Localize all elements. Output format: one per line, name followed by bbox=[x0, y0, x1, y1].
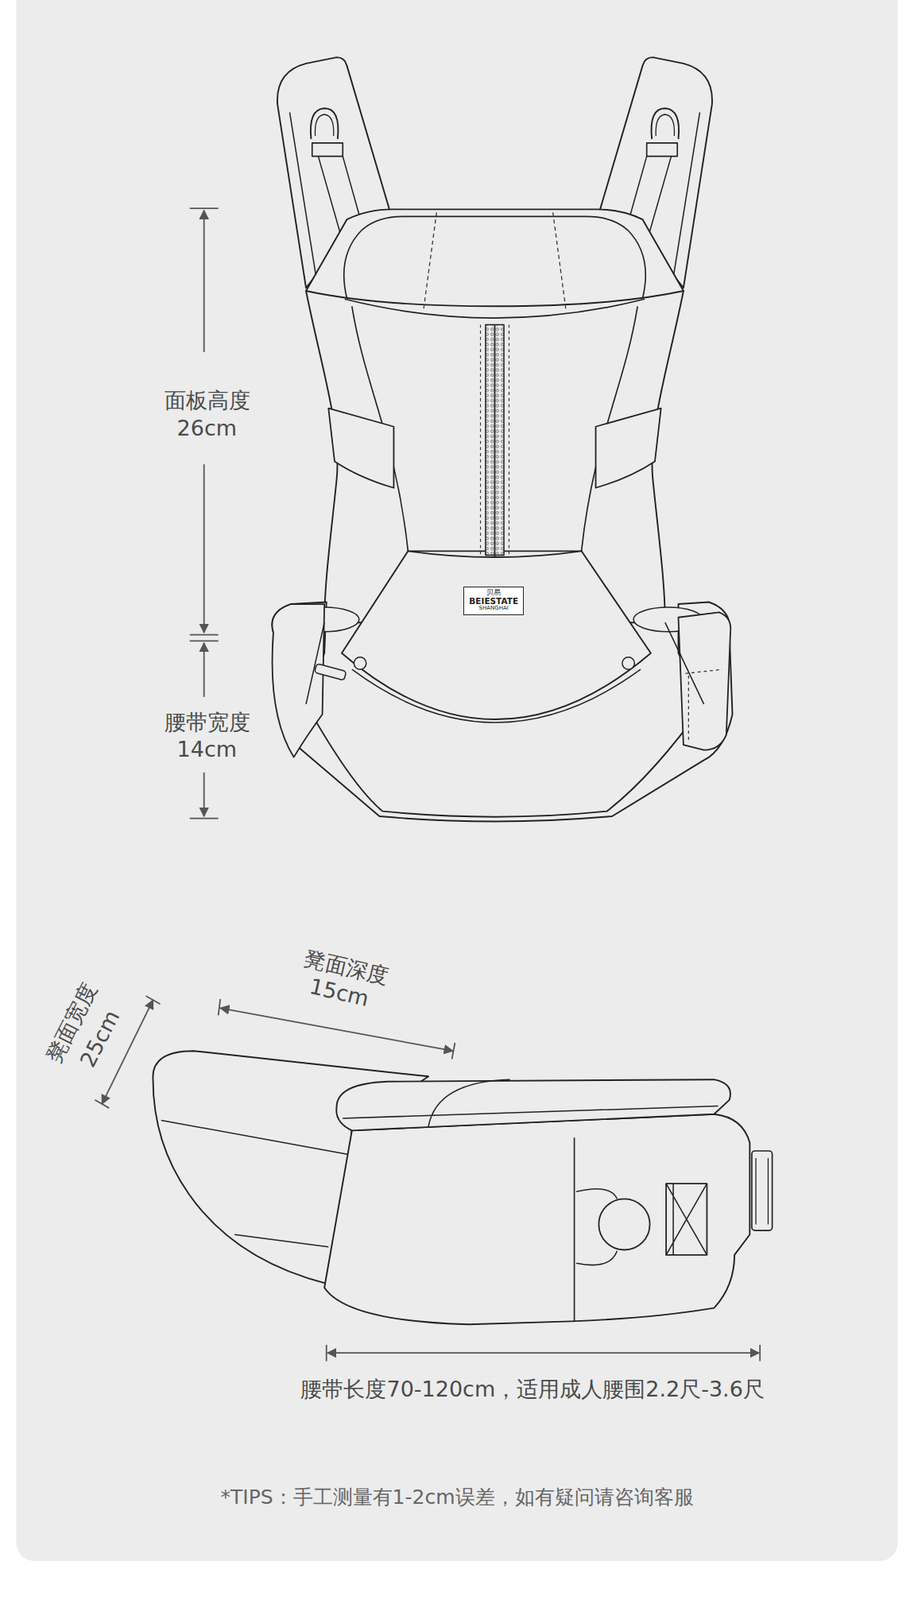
seat-side-view-part bbox=[751, 1150, 773, 1231]
background-panel bbox=[16, 0, 899, 1561]
carrier-front-view-part bbox=[685, 669, 723, 740]
dimension-value: 26cm bbox=[177, 416, 238, 441]
dimension-label: 腰带宽度 bbox=[164, 710, 251, 735]
dimension-lines-part bbox=[220, 1007, 454, 1051]
brand-text: BEIESTATE bbox=[464, 596, 523, 607]
seat-side-view-part bbox=[573, 1137, 576, 1321]
carrier-front-view-part bbox=[352, 669, 641, 723]
carrier-front-view-part bbox=[423, 212, 567, 311]
carrier-front-view-part bbox=[305, 209, 684, 306]
dimension-lines bbox=[94, 208, 760, 1361]
seat-side-view-part bbox=[342, 1079, 718, 1127]
carrier-front-view-part bbox=[328, 408, 394, 488]
dimension-lines-part bbox=[203, 642, 206, 698]
carrier-front-view-part bbox=[314, 663, 347, 681]
dimension-lines-part bbox=[203, 464, 206, 633]
carrier-front-view-part bbox=[622, 657, 635, 670]
carrier-front-view-part bbox=[341, 550, 651, 720]
dimension-note: 腰带长度70-120cm，适用成人腰围2.2尺-3.6尺 bbox=[300, 1377, 764, 1402]
seat-side-view-part bbox=[666, 1183, 707, 1255]
carrier-front-view-part bbox=[344, 216, 647, 299]
seat-side-view-part bbox=[161, 1120, 353, 1248]
dimension-lines-part bbox=[326, 1344, 760, 1362]
seat-side-view bbox=[152, 1050, 772, 1325]
seat-side-view-part bbox=[666, 1183, 707, 1255]
carrier-front-view-part bbox=[305, 622, 705, 705]
brand-text: SHANGHAI bbox=[464, 605, 523, 612]
dimension-lines-part bbox=[203, 210, 206, 353]
dimension-value: 14cm bbox=[177, 737, 238, 762]
brand-tag: 贝易BEIESTATESHANGHAI bbox=[463, 586, 524, 616]
carrier-front-view-part bbox=[678, 611, 732, 750]
seat-side-view-part bbox=[324, 1114, 750, 1325]
seat-side-view-part bbox=[755, 1157, 768, 1224]
carrier-front-view-part bbox=[344, 298, 645, 318]
carrier-front-view-part bbox=[494, 324, 496, 558]
dimension-lines-part bbox=[327, 1351, 760, 1354]
carrier-front-view-part bbox=[353, 657, 366, 670]
brand-text: 贝易 bbox=[464, 588, 523, 597]
carrier-front-view bbox=[271, 57, 732, 822]
dimension-label: 面板高度 bbox=[164, 388, 251, 413]
seat-side-view-part bbox=[598, 1198, 650, 1250]
seat-side-view-part bbox=[336, 1079, 731, 1131]
carrier-front-view-part bbox=[271, 604, 325, 758]
dimension-lines-part bbox=[203, 772, 206, 817]
tips-note: *TIPS：手工测量有1-2cm误差，如有疑问请咨询客服 bbox=[220, 1486, 694, 1509]
dimension-lines-part bbox=[218, 999, 456, 1060]
carrier-front-view-part bbox=[596, 408, 662, 488]
